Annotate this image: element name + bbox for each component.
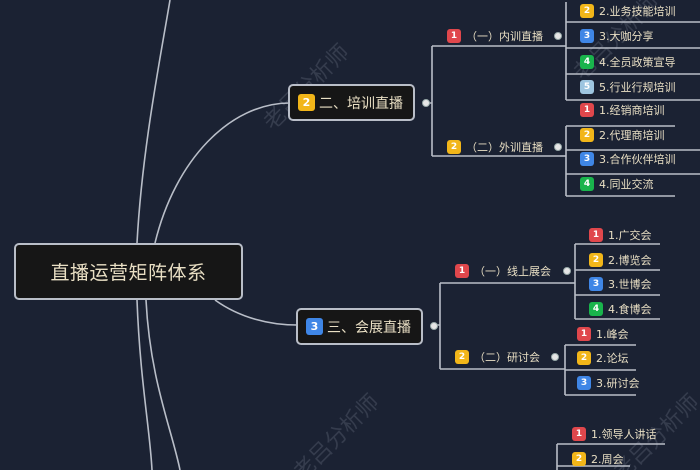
leaf-item[interactable]: 3 3.大咖分享 xyxy=(580,27,654,45)
leaf-item[interactable]: 2 2.博览会 xyxy=(589,251,652,269)
priority-badge-icon: 1 xyxy=(589,228,603,242)
subtopic-label: （一）内训直播 xyxy=(466,30,543,43)
priority-badge-icon: 4 xyxy=(589,302,603,316)
leaf-item[interactable]: 1 1.领导人讲话 xyxy=(572,425,657,443)
branch-training-live[interactable]: 2 二、培训直播 xyxy=(288,84,415,121)
collapse-toggle[interactable] xyxy=(430,322,438,330)
priority-badge-icon: 1 xyxy=(577,327,591,341)
branch-exhibition-live[interactable]: 3 三、会展直播 xyxy=(296,308,423,345)
collapse-toggle[interactable] xyxy=(551,353,559,361)
subtopic-label: （二）研讨会 xyxy=(474,351,540,364)
collapse-toggle[interactable] xyxy=(422,99,430,107)
priority-badge-icon: 4 xyxy=(580,55,594,69)
subtopic-external-training[interactable]: 2 （二）外训直播 xyxy=(447,138,543,156)
leaf-item[interactable]: 1 1.峰会 xyxy=(577,325,629,343)
priority-badge-icon: 2 xyxy=(580,4,594,18)
collapse-toggle[interactable] xyxy=(554,143,562,151)
subtopic-seminar[interactable]: 2 （二）研讨会 xyxy=(455,348,540,366)
priority-badge-icon: 1 xyxy=(455,264,469,278)
leaf-item[interactable]: 5 5.行业行规培训 xyxy=(580,78,676,96)
leaf-item[interactable]: 4 4.全员政策宣导 xyxy=(580,53,676,71)
root-node[interactable]: 直播运营矩阵体系 xyxy=(14,243,243,300)
priority-badge-icon: 1 xyxy=(572,427,586,441)
branch-label: 二、培训直播 xyxy=(319,95,403,112)
branch-label: 三、会展直播 xyxy=(327,319,411,336)
subtopic-internal-training[interactable]: 1 （一）内训直播 xyxy=(447,27,543,45)
priority-badge-icon: 2 xyxy=(589,253,603,267)
collapse-toggle[interactable] xyxy=(554,32,562,40)
priority-badge-icon: 2 xyxy=(447,140,461,154)
priority-badge-icon: 3 xyxy=(580,29,594,43)
subtopic-label: （二）外训直播 xyxy=(466,141,543,154)
priority-badge-icon: 3 xyxy=(589,277,603,291)
leaf-item[interactable]: 2 2.论坛 xyxy=(577,349,629,367)
priority-badge-icon: 3 xyxy=(577,376,591,390)
leaf-item[interactable]: 4 4.食博会 xyxy=(589,300,652,318)
leaf-item[interactable]: 3 3.合作伙伴培训 xyxy=(580,150,676,168)
priority-badge-icon: 2 xyxy=(580,128,594,142)
priority-badge-icon: 1 xyxy=(447,29,461,43)
leaf-item[interactable]: 3 3.世博会 xyxy=(589,275,652,293)
priority-badge-icon: 2 xyxy=(455,350,469,364)
priority-badge-icon: 4 xyxy=(580,177,594,191)
root-label: 直播运营矩阵体系 xyxy=(50,262,207,284)
priority-badge-icon: 5 xyxy=(580,80,594,94)
priority-badge-icon: 2 xyxy=(572,452,586,466)
leaf-item[interactable]: 1 1.经销商培训 xyxy=(580,101,665,119)
priority-badge-icon: 3 xyxy=(580,152,594,166)
leaf-item[interactable]: 2 2.代理商培训 xyxy=(580,126,665,144)
leaf-item[interactable]: 2 2.周会 xyxy=(572,450,624,468)
leaf-item[interactable]: 2 2.业务技能培训 xyxy=(580,2,676,20)
collapse-toggle[interactable] xyxy=(563,267,571,275)
leaf-item[interactable]: 4 4.同业交流 xyxy=(580,175,654,193)
priority-badge-icon: 1 xyxy=(580,103,594,117)
priority-badge-icon: 2 xyxy=(577,351,591,365)
leaf-item[interactable]: 1 1.广交会 xyxy=(589,226,652,244)
leaf-item[interactable]: 3 3.研讨会 xyxy=(577,374,640,392)
subtopic-online-expo[interactable]: 1 （一）线上展会 xyxy=(455,262,551,280)
subtopic-label: （一）线上展会 xyxy=(474,265,551,278)
priority-badge-icon: 3 xyxy=(306,318,323,335)
priority-badge-icon: 2 xyxy=(298,94,315,111)
